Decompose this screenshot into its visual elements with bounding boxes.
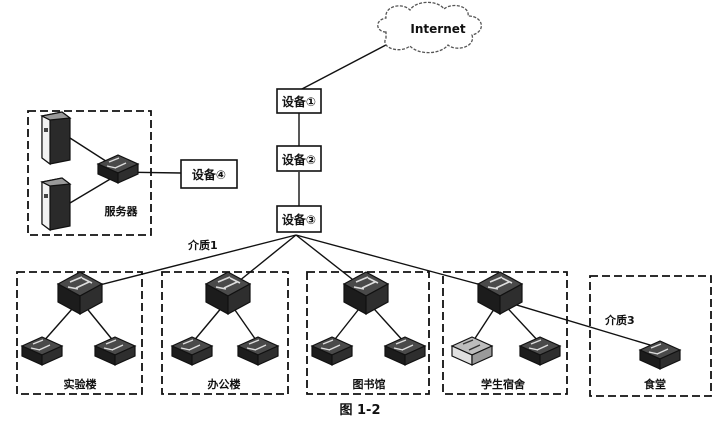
building-dormitory: 学生宿舍	[442, 271, 568, 395]
building-canteen: 食堂	[589, 275, 712, 397]
internet-cloud: Internet	[377, 1, 482, 54]
device-4[interactable]: 设备④	[180, 159, 238, 189]
internet-label: Internet	[410, 22, 465, 36]
device-2-label: 设备②	[282, 152, 316, 167]
server-icon	[41, 111, 71, 165]
switch-icon	[384, 336, 426, 366]
server-group: 服务器	[27, 110, 152, 236]
building-label: 学生宿舍	[481, 377, 526, 391]
building-label: 办公楼	[208, 377, 241, 391]
core-switch-icon	[57, 271, 103, 315]
media-1-label: 介质1	[187, 238, 218, 252]
switch-icon	[171, 336, 213, 366]
figure-caption: 图 1-2	[339, 403, 380, 418]
switch-icon	[519, 336, 561, 366]
building-office: 办公楼	[161, 271, 289, 395]
core-switch-icon	[477, 271, 523, 315]
device-3[interactable]: 设备③	[276, 205, 322, 233]
device-1[interactable]: 设备①	[276, 88, 322, 114]
switch-icon	[94, 336, 136, 366]
device-4-label: 设备④	[192, 167, 226, 182]
device-1-label: 设备①	[282, 94, 316, 109]
building-label: 食堂	[644, 377, 666, 391]
switch-icon	[237, 336, 279, 366]
device-3-label: 设备③	[282, 212, 316, 227]
switch-icon	[451, 336, 493, 366]
building-lab: 实验楼	[16, 271, 143, 395]
switch-icon	[21, 336, 63, 366]
switch-icon	[639, 340, 681, 370]
building-label: 图书馆	[353, 377, 386, 391]
building-library: 图书馆	[306, 271, 430, 395]
building-label: 实验楼	[64, 377, 97, 391]
media-3-label: 介质3	[604, 313, 635, 327]
switch-icon	[311, 336, 353, 366]
server-group-label: 服务器	[105, 204, 139, 218]
device-2[interactable]: 设备②	[276, 145, 322, 172]
server-icon	[41, 177, 71, 231]
